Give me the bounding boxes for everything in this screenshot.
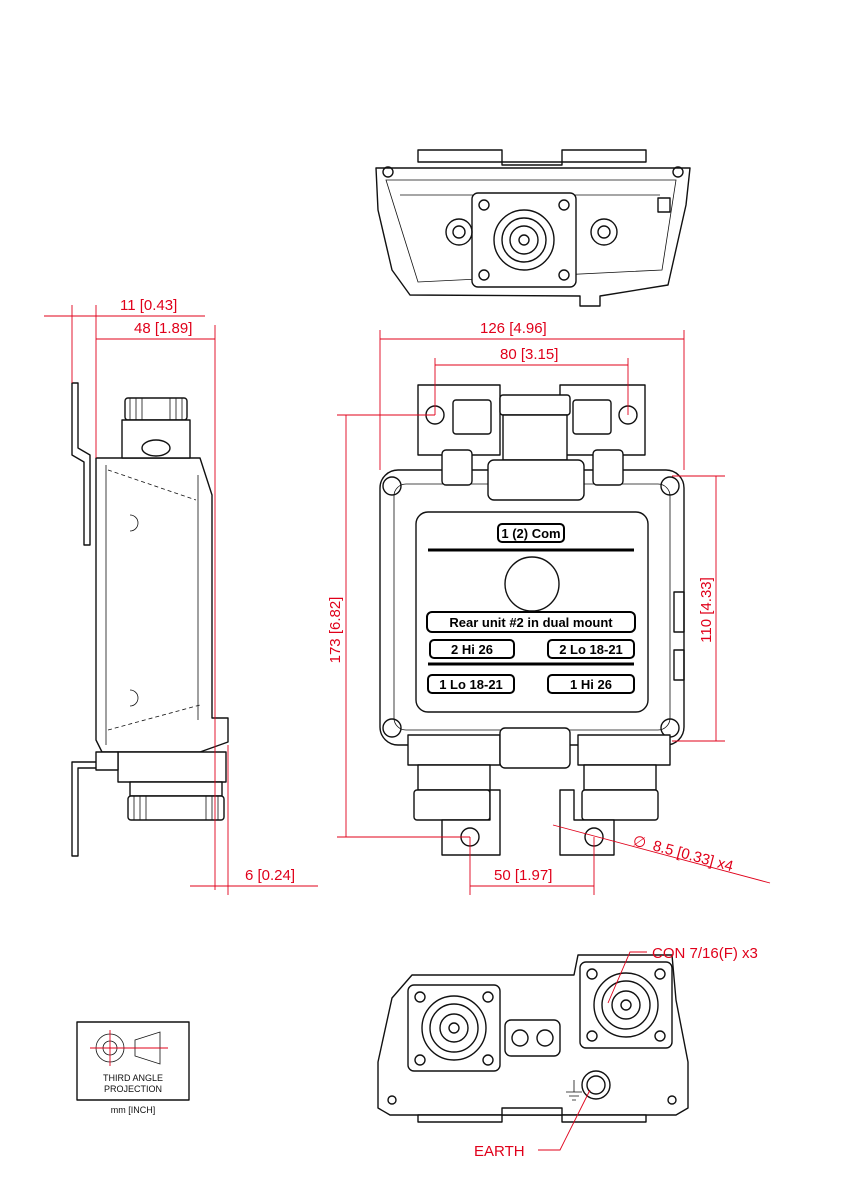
- top-view: [375, 149, 691, 307]
- dim-side-6: 6 [0.24]: [245, 867, 295, 884]
- dim-side-48: 48 [1.89]: [134, 320, 192, 337]
- label-lo1: 1 Lo 18-21: [439, 677, 503, 692]
- label-hi2: 2 Hi 26: [451, 642, 493, 657]
- dim-side-11: 11 [0.43]: [120, 297, 177, 314]
- side-view: [71, 382, 229, 857]
- dia-symbol: ∅: [631, 832, 648, 852]
- dim-hole-dia: 8.5 [0.33] x4: [651, 837, 735, 875]
- dim-front-50: 50 [1.97]: [494, 867, 552, 884]
- dim-front-173: 173 [6.82]: [327, 597, 344, 664]
- dim-front-110: 110 [4.33]: [698, 577, 715, 643]
- label-top: 1 (2) Com: [501, 526, 560, 541]
- dim-front-80: 80 [3.15]: [500, 346, 558, 363]
- callout-earth: EARTH: [474, 1143, 525, 1160]
- projection-title-2: PROJECTION: [104, 1084, 162, 1094]
- projection-title-1: THIRD ANGLE: [103, 1073, 163, 1083]
- dim-front-126: 126 [4.96]: [480, 320, 547, 337]
- label-lo2: 2 Lo 18-21: [559, 642, 623, 657]
- front-labels: 1 (2) Com Rear unit #2 in dual mount 2 H…: [426, 523, 636, 694]
- bottom-view: [377, 954, 689, 1123]
- label-hi1: 1 Hi 26: [570, 677, 612, 692]
- projection-symbol: THIRD ANGLE PROJECTION mm [INCH]: [76, 1021, 190, 1115]
- label-mount: Rear unit #2 in dual mount: [449, 615, 613, 630]
- callout-connector: CON 7/16(F) x3: [652, 945, 758, 962]
- dimension-lines: [44, 305, 771, 1151]
- projection-units: mm [INCH]: [111, 1105, 156, 1115]
- dimension-texts: 11 [0.43] 48 [1.89] 6 [0.24] 126 [4.96] …: [120, 297, 758, 1160]
